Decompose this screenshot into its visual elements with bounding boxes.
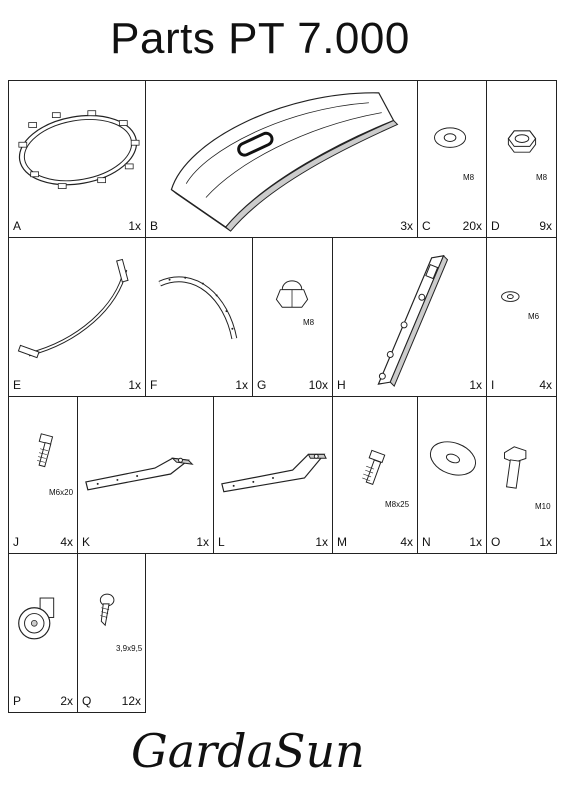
- part-letter: B: [150, 219, 159, 233]
- frame-ring-illustration: [18, 110, 140, 189]
- part-quantity: 4x: [400, 535, 413, 549]
- part-cell-a: A 1x: [8, 80, 146, 238]
- part-spec: M8: [536, 173, 548, 182]
- part-letter: C: [422, 219, 431, 233]
- page-title: Parts PT 7.000: [110, 14, 410, 63]
- bolt-illustration: [504, 446, 527, 489]
- cap-nut-illustration: [275, 280, 309, 308]
- part-spec: M8: [303, 318, 315, 327]
- part-cell-h: H 1x: [332, 237, 487, 397]
- small-washer-illustration: [501, 291, 520, 302]
- part-quantity: 1x: [469, 378, 482, 392]
- part-letter: G: [257, 378, 267, 392]
- part-letter: K: [82, 535, 91, 549]
- part-quantity: 1x: [128, 378, 141, 392]
- flat-bracket-illustration: [85, 457, 194, 491]
- bolt-illustration: [37, 433, 54, 468]
- part-spec: 3,9x9,5: [116, 644, 143, 653]
- part-cell-b: B 3x: [145, 80, 418, 238]
- washer-illustration: [434, 127, 467, 148]
- part-spec: M10: [535, 502, 551, 511]
- part-letter: M: [337, 535, 347, 549]
- part-quantity: 10x: [308, 378, 328, 392]
- part-quantity: 3x: [400, 219, 413, 233]
- part-spec: M8x25: [385, 500, 410, 509]
- part-cell-e: E 1x: [8, 237, 146, 397]
- curved-rod-illustration: [17, 258, 129, 359]
- part-quantity: 20x: [462, 219, 482, 233]
- part-quantity: 1x: [235, 378, 248, 392]
- lamp-canopy-illustration: [170, 92, 399, 232]
- part-quantity: 1x: [469, 535, 482, 549]
- screw-illustration: [99, 593, 115, 627]
- part-cell-i: M6 I 4x: [486, 237, 557, 397]
- part-spec: M8: [463, 173, 475, 182]
- part-quantity: 1x: [196, 535, 209, 549]
- part-quantity: 2x: [60, 694, 73, 708]
- part-letter: J: [13, 535, 19, 549]
- part-quantity: 9x: [539, 219, 552, 233]
- part-letter: H: [337, 378, 346, 392]
- curved-bracket-illustration: [158, 276, 238, 340]
- part-letter: A: [13, 219, 22, 233]
- large-washer-illustration: [429, 441, 477, 476]
- part-quantity: 1x: [315, 535, 328, 549]
- hex-nut-illustration: [507, 130, 537, 153]
- part-cell-c: M8 C 20x: [417, 80, 487, 238]
- part-quantity: 4x: [60, 535, 73, 549]
- part-letter: I: [491, 378, 495, 392]
- part-cell-q: 3,9x9,5 Q 12x: [77, 553, 146, 713]
- part-cell-l: L 1x: [213, 396, 333, 554]
- mounting-rail-illustration: [377, 254, 449, 387]
- part-cell-f: F 1x: [145, 237, 253, 397]
- part-letter: D: [491, 219, 500, 233]
- part-letter: N: [422, 535, 431, 549]
- part-quantity: 4x: [539, 378, 552, 392]
- part-cell-d: M8 D 9x: [486, 80, 557, 238]
- part-cell-k: K 1x: [77, 396, 214, 554]
- part-cell-j: M6x20 J 4x: [8, 396, 78, 554]
- bolt-illustration: [362, 449, 386, 486]
- part-letter: F: [150, 378, 158, 392]
- part-quantity: 12x: [121, 694, 141, 708]
- caster-wheel-illustration: [18, 597, 55, 640]
- gardasun-logo: GardaSun: [131, 724, 365, 778]
- part-cell-m: M8x25 M 4x: [332, 396, 418, 554]
- part-spec: M6: [528, 312, 540, 321]
- part-cell-o: M10 O 1x: [486, 396, 557, 554]
- part-letter: O: [491, 535, 501, 549]
- part-quantity: 1x: [128, 219, 141, 233]
- part-cell-n: N 1x: [417, 396, 487, 554]
- part-letter: E: [13, 378, 22, 392]
- part-spec: M6x20: [49, 488, 74, 497]
- flat-bracket-illustration: [221, 453, 327, 493]
- part-letter: P: [13, 694, 22, 708]
- part-cell-g: M8 G 10x: [252, 237, 333, 397]
- logo-text: GardaSun: [131, 724, 365, 778]
- part-letter: L: [218, 535, 225, 549]
- part-letter: Q: [82, 694, 92, 708]
- part-cell-p: P 2x: [8, 553, 78, 713]
- part-quantity: 1x: [539, 535, 552, 549]
